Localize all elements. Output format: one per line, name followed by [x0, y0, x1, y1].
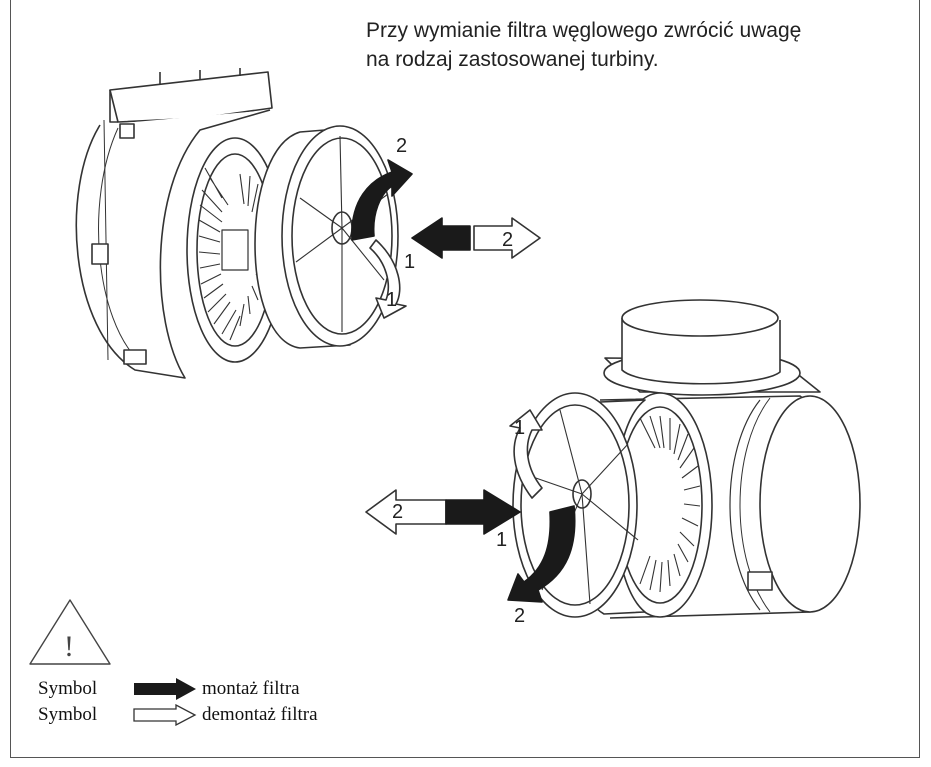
legend-row-mount: Symbol montaż filtra — [38, 676, 318, 702]
legend-symbol-label: Symbol — [38, 678, 98, 699]
note-line-1: Przy wymianie filtra węglowego zwrócić u… — [366, 19, 802, 42]
warning-glyph: ! — [64, 630, 74, 663]
top-rotate-mount-arrow — [351, 159, 413, 241]
dismount-arrow-icon — [133, 704, 197, 726]
bottom-impeller-blades — [639, 415, 701, 593]
label-bottom-rotate-back: 1 — [514, 417, 525, 439]
legend-symbol-label: Symbol — [38, 704, 98, 725]
bottom-rotate-dismount-arrow — [509, 409, 543, 499]
legend-dismount-text: demontaż filtra — [202, 704, 318, 725]
mount-arrow-icon — [134, 678, 196, 700]
top-rotate-dismount-arrow — [369, 239, 407, 319]
top-pull-dismount-arrow — [473, 217, 541, 259]
label-bottom-pull: 2 — [392, 501, 403, 523]
warning-triangle-icon — [29, 599, 111, 665]
label-top-push: 1 — [404, 251, 415, 273]
label-top-pull: 2 — [502, 229, 513, 251]
label-bottom-rotate: 2 — [514, 605, 525, 627]
top-turbine — [75, 68, 399, 379]
bottom-push-mount-arrow — [445, 489, 521, 535]
bottom-turbine — [512, 299, 861, 619]
top-push-mount-arrow — [411, 217, 471, 259]
legend-mount-text: montaż filtra — [202, 678, 300, 699]
label-top-rotate: 2 — [396, 135, 407, 157]
legend-row-dismount: Symbol demontaż filtra — [38, 702, 318, 728]
bottom-rotate-mount-arrow — [507, 505, 576, 603]
label-bottom-push: 1 — [496, 529, 507, 551]
diagram-frame — [10, 0, 920, 758]
note-line-2: na rodzaj zastosowanej turbiny. — [366, 48, 659, 71]
legend: Symbol montaż filtra Symbol demontaż fil… — [38, 676, 318, 728]
label-top-rotate-back: 1 — [386, 289, 397, 311]
bottom-pull-dismount-arrow — [365, 489, 447, 535]
instruction-note: Przy wymianie filtra węglowego zwrócić u… — [366, 16, 906, 74]
